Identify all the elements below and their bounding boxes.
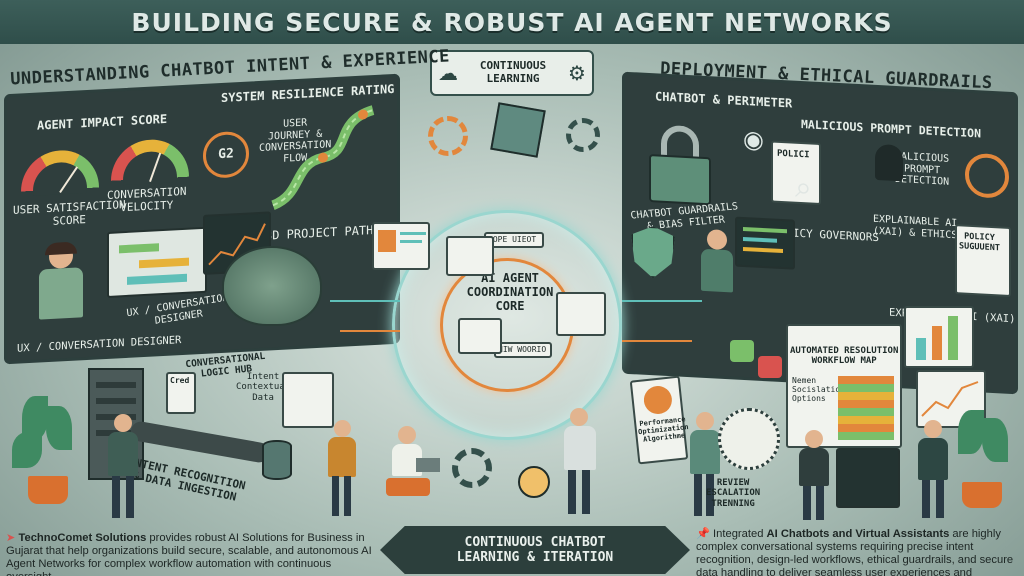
company-description: provides robust AI Solutions for Busines… [6,532,372,576]
coordination-core-label: AI AGENT COORDINATION CORE [466,271,554,313]
conversational-brain [222,246,322,326]
chip-top-label: SOPE UIEOT [488,235,537,244]
plant-left [12,396,82,506]
reviewer-figure [686,412,724,520]
g2-label: G2 [218,145,234,162]
lightbulb-icon [518,466,550,498]
coordination-core-outer-ring [392,210,622,440]
standing-presenter-figure [560,408,600,518]
chatbot-description: are highly complex conversational system… [696,528,1014,576]
performance-label: Performance Optimization Algorithme [637,415,689,444]
analyst-figure-woman [326,420,358,520]
hacker-icon [875,143,903,182]
malicious-label: MALICIOUS PROMPT DETECTION [801,117,982,141]
analyst-figure-left [106,414,140,520]
cred-document: Cred [166,372,196,414]
brain-gear-icon [428,116,468,156]
chatbot-blurb: 📌 Integrated AI Chatbots and Virtual Ass… [696,528,1022,576]
continuous-learning-badge: ☁ CONTINUOUS LEARNING ⚙ [430,50,594,96]
workflow-board: AUTOMATED RESOLUTION WORKFLOW MAP Nemen … [786,324,902,448]
engineer-figure [697,229,737,311]
pushpin-icon: 📌 [696,528,710,540]
seated-developer-figure [386,426,440,502]
bar-chart-card [904,306,974,368]
profile-card-lower [458,318,502,354]
profile-card-right [556,292,606,336]
pin-icon: ➤ [6,532,16,544]
project-path [263,100,383,216]
connector-line-2 [622,300,702,302]
chatbot-prefix: Integrated [713,528,767,540]
page-title: BUILDING SECURE & ROBUST AI AGENT NETWOR… [131,7,893,37]
malicious-small-label: MALICIOUS PROMPT DETECTION [895,150,950,188]
company-blurb: ➤ TechnoComet Solutions provides robust … [6,532,378,576]
policy-doc-title: POLICI [777,148,810,161]
core-chip-bottom: NIW WOORIO [494,342,552,358]
velocity-label: CONVERSATION VELOCITY [107,184,187,214]
brain-icon: ☁ [438,61,458,85]
ingestion-label: INTENT RECOGNITION & DATA INGESTION [127,454,247,504]
cred-label: Cred [170,376,190,385]
chip-bottom-label: NIW WOORIO [498,345,547,354]
connector-line-3 [340,330,400,332]
wrench-gear-icon [566,118,600,152]
conveyor-belt [129,419,271,465]
cube-icon [490,102,546,158]
padlock-icon [647,124,713,207]
gear-icon: ⚙ [568,61,586,85]
connector-line-1 [330,300,400,302]
left-panel: AGENT IMPACT SCORE SYSTEM RESILIENCE RAT… [4,73,400,365]
shield-icon [631,225,675,279]
title-banner: BUILDING SECURE & ROBUST AI AGENT NETWOR… [0,0,1024,44]
company-name: TechnoComet Solutions [18,532,147,544]
project-path-label: 3D PROJECT PATH [265,223,374,243]
manager-figure [916,420,950,520]
perimeter-label: CHATBOT & PERIMETER [655,89,793,111]
magnifier-icon: ⌕ [795,169,812,206]
review-label: REVIEW ESCALATION TRENNING [706,478,761,509]
workflow-label: AUTOMATED RESOLUTION WORKFLOW MAP [790,346,899,367]
profile-card-center-left [446,236,494,276]
banner-line-1: CONTINUOUS CHATBOT [464,535,606,550]
thumbs-down-icon [758,356,782,378]
ux-dashboard-screen [107,226,207,298]
continuous-learning-label: CONTINUOUS LEARNING [479,59,547,85]
ux-designer-label-left: UX / CONVERSATION DESIGNER [17,334,182,355]
ux-designer-label-right: UX / CONVERSATION DESIGNER [126,292,230,327]
agent-impact-label: AGENT IMPACT SCORE [37,111,168,133]
eye-icon: ◉ [743,124,764,155]
thumbs-up-icon [730,340,754,362]
operator-figure [796,430,832,520]
banner-line-2: LEARNING & ITERATION [456,550,614,565]
performance-card: Performance Optimization Algorithme [629,375,689,465]
shield-gear-icon [452,448,492,488]
control-console [836,448,900,508]
policy-suggest-label: POLICY SUGUUENT [959,231,1000,254]
escalation-options-label: Nemen Socislation Options [792,376,845,404]
prohibited-icon [965,152,1009,199]
intent-data-label: Intent Contextual Data [236,372,291,403]
line-chart-screen [203,211,271,275]
policy-suggest-doc: POLICY SUGUUENT [955,224,1011,298]
intent-screen [282,372,334,428]
g2-badge: G2 [203,130,249,179]
connector-line-4 [622,340,692,342]
learning-iteration-banner: CONTINUOUS CHATBOT LEARNING & ITERATION [380,526,690,574]
plant-right [946,410,1016,510]
chatbot-bold: AI Chatbots and Virtual Assistants [766,528,950,540]
escalation-dial [718,408,780,470]
profile-card-left [372,222,430,270]
explainable-label: EXPLAINABLE AI (XAI) & ETHICS [873,213,958,241]
ux-designer-figure [31,241,91,336]
database-icon [262,440,292,480]
workstation-screen [735,216,795,270]
